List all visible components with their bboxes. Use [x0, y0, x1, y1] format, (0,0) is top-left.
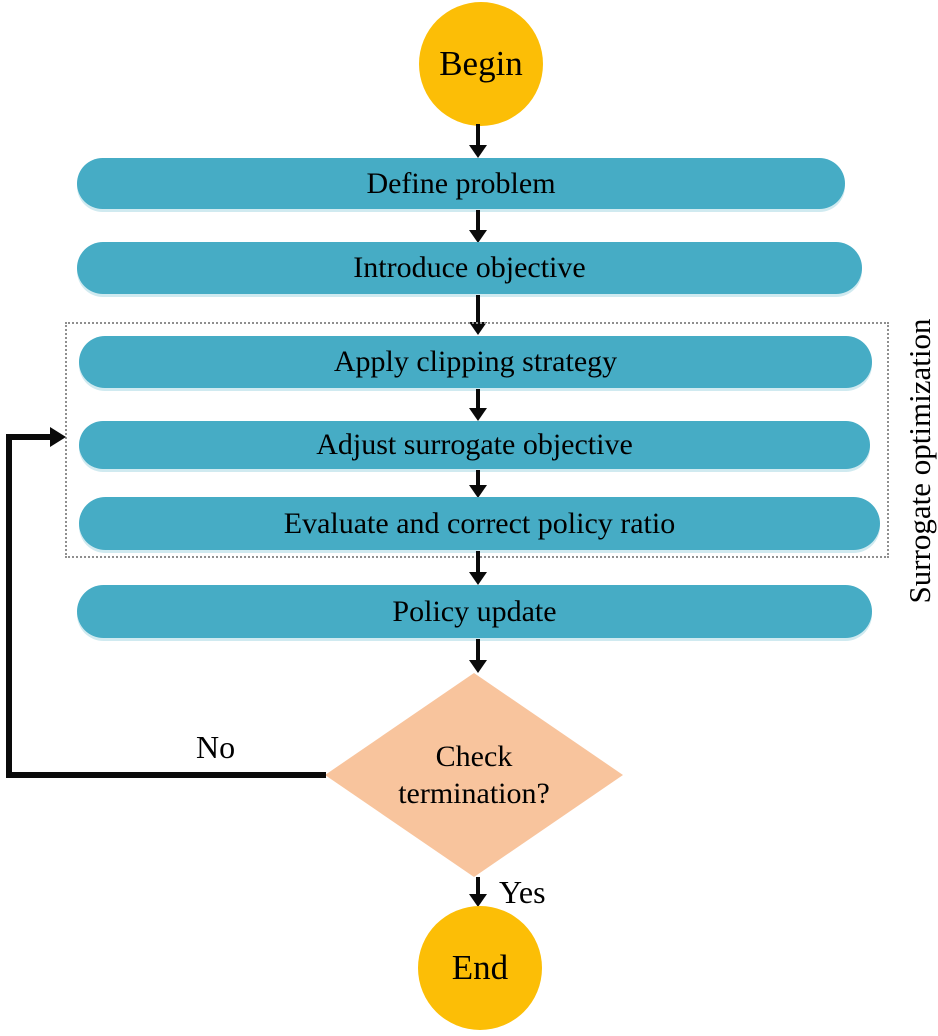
connector-shaft [476, 389, 480, 409]
arrow-right-icon [50, 427, 66, 447]
connector-policy-update-to-decision [468, 639, 488, 673]
connector-evaluate-to-policy-update [468, 551, 488, 585]
step-apply-clipping-strategy: Apply clipping strategy [79, 336, 872, 388]
arrow-down-icon [469, 408, 487, 421]
decision-label: Check termination? [398, 739, 550, 811]
connector-begin-to-define [468, 124, 488, 158]
connector-shaft [476, 124, 480, 146]
arrow-down-icon [469, 572, 487, 585]
connector-shaft [476, 295, 480, 323]
arrow-down-icon [469, 322, 487, 335]
arrow-down-icon [469, 660, 487, 673]
step-label: Policy update [392, 594, 557, 628]
begin-node: Begin [419, 2, 543, 126]
surrogate-optimization-group-label: Surrogate optimization [902, 318, 937, 604]
step-define-problem: Define problem [77, 158, 845, 209]
yes-branch-label: Yes [499, 874, 546, 910]
step-adjust-surrogate-objective: Adjust surrogate objective [79, 421, 870, 469]
decision-check-termination: Check termination? [325, 673, 623, 877]
connector-adjust-to-evaluate [468, 470, 488, 498]
step-evaluate-and-correct-policy-ratio: Evaluate and correct policy ratio [79, 497, 880, 550]
no-loop-top-segment [6, 434, 52, 440]
arrow-down-icon [469, 485, 487, 498]
end-label: End [451, 948, 509, 987]
step-label: Introduce objective [353, 251, 586, 284]
connector-introduce-to-clipping [468, 295, 488, 335]
no-loop-vertical-segment [6, 434, 12, 778]
connector-shaft [476, 470, 480, 486]
step-policy-update: Policy update [77, 585, 872, 638]
arrow-down-icon [469, 230, 487, 243]
step-introduce-objective: Introduce objective [77, 242, 862, 294]
step-label: Evaluate and correct policy ratio [283, 506, 676, 540]
connector-shaft [476, 877, 480, 895]
end-node: End [418, 906, 542, 1030]
connector-shaft [476, 639, 480, 661]
no-branch-label: No [196, 729, 236, 765]
arrow-down-icon [469, 894, 487, 907]
step-label: Apply clipping strategy [333, 345, 618, 378]
arrow-down-icon [469, 145, 487, 158]
connector-decision-to-end [468, 877, 488, 907]
step-label: Define problem [366, 166, 556, 200]
connector-define-to-introduce [468, 210, 488, 243]
begin-label: Begin [439, 44, 523, 83]
no-loop-bottom-segment [6, 772, 326, 778]
connector-shaft [476, 551, 480, 573]
step-label: Adjust surrogate objective [316, 428, 633, 461]
connector-clipping-to-adjust [468, 389, 488, 421]
connector-shaft [476, 210, 480, 231]
